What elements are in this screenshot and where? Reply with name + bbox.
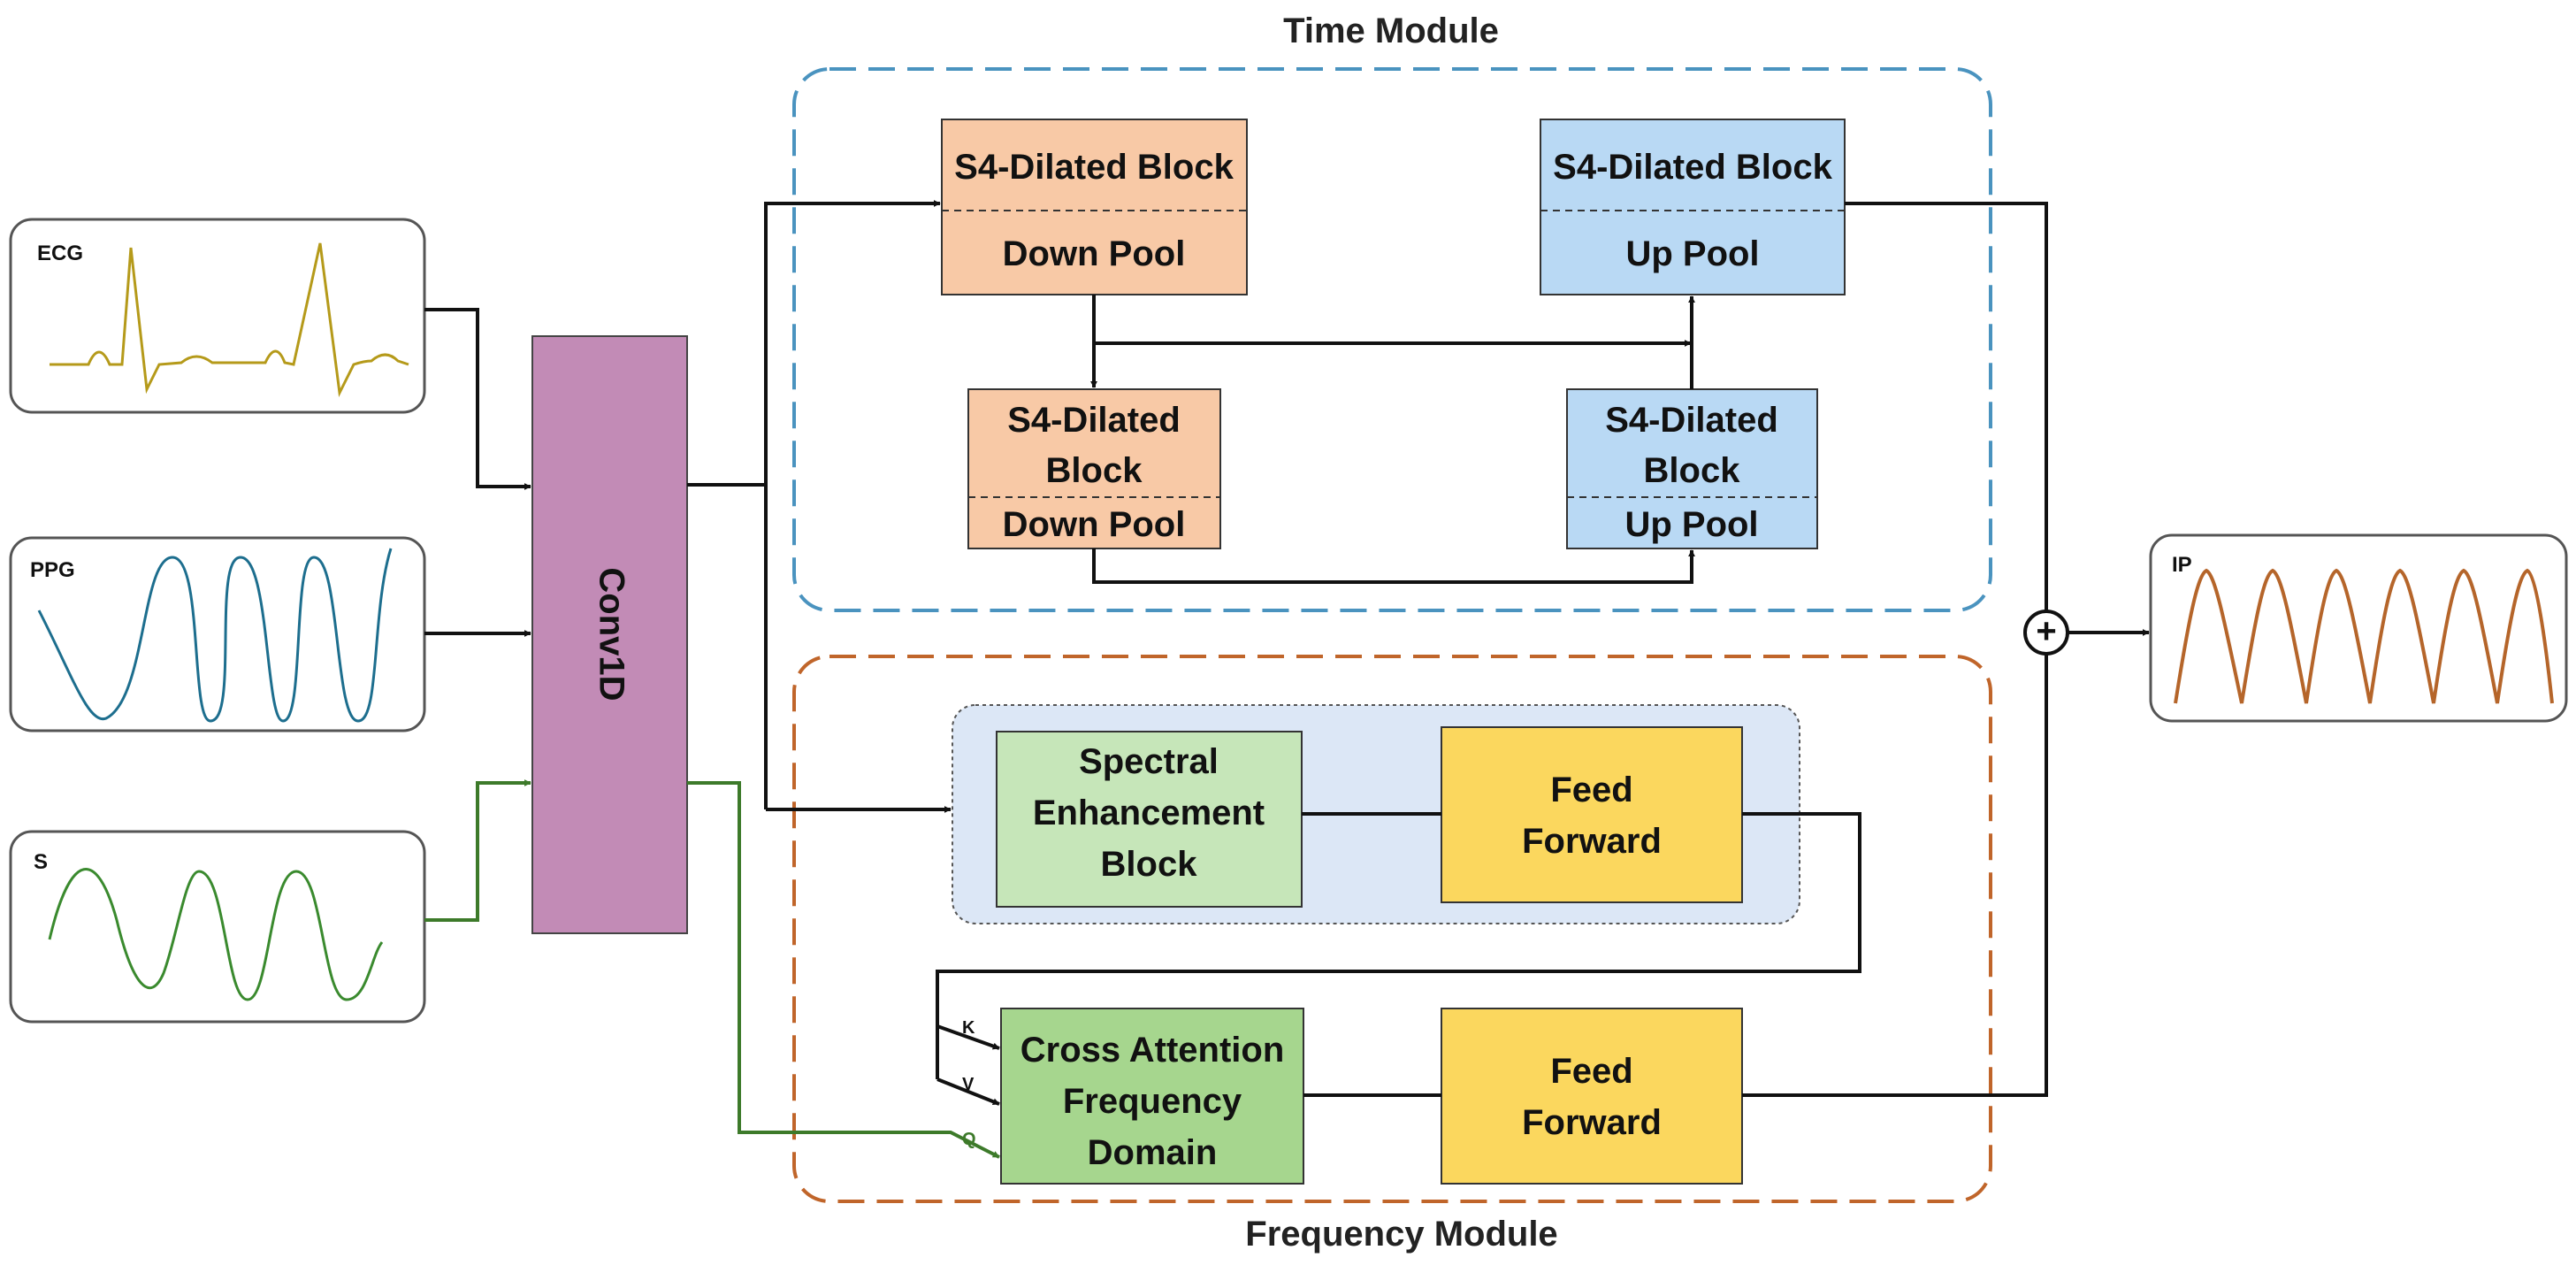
s4-block-top-right: S4-Dilated Block Up Pool bbox=[1540, 119, 1846, 295]
feed-forward-1-line2: Forward bbox=[1522, 822, 1662, 861]
arrow-to-s4-top-left bbox=[764, 200, 941, 809]
spectral-enhancement-block: Spectral Enhancement Block bbox=[996, 731, 1303, 908]
s4-inner-right-title: S4-Dilated bbox=[1605, 401, 1778, 440]
time-module-container bbox=[792, 67, 1992, 612]
ecg-label: ECG bbox=[37, 242, 83, 265]
feed-forward-block-1: Feed Forward bbox=[1441, 726, 1743, 903]
ip-label: IP bbox=[2172, 553, 2192, 577]
arrow-inner-left-to-inner-right bbox=[1092, 548, 1695, 584]
cross-attention-line2: Frequency bbox=[1063, 1082, 1242, 1121]
conv1d-label: Conv1D bbox=[592, 567, 631, 701]
k-label: K bbox=[962, 1018, 975, 1038]
input-card-ecg: ECG bbox=[9, 218, 426, 414]
s4-inner-left-pool: Down Pool bbox=[1003, 505, 1186, 544]
cross-attention-block: Cross Attention Frequency Domain bbox=[1000, 1008, 1304, 1185]
connectors bbox=[424, 200, 2150, 1106]
line-feed-forward-2-to-sum bbox=[1742, 654, 2048, 1097]
s4-top-right-title: S4-Dilated Block bbox=[1553, 148, 1832, 187]
line-top-right-to-sum bbox=[1845, 202, 2048, 611]
s4-inner-left-title: S4-Dilated bbox=[1007, 401, 1181, 440]
feed-forward-block-2: Feed Forward bbox=[1441, 1008, 1743, 1185]
time-module-title: Time Module bbox=[1283, 12, 1499, 50]
arrow-ecg-to-conv1d bbox=[424, 308, 531, 490]
ppg-waveform bbox=[37, 548, 393, 723]
s4-block-inner-left: S4-Dilated Block Down Pool bbox=[967, 388, 1221, 549]
s-label: S bbox=[34, 850, 48, 874]
s-waveform bbox=[48, 868, 384, 1001]
frequency-module-title: Frequency Module bbox=[1245, 1215, 1557, 1254]
feed-forward-1-line1: Feed bbox=[1550, 771, 1632, 809]
arrow-v-input bbox=[936, 1077, 1000, 1106]
sum-symbol: + bbox=[2036, 612, 2056, 651]
arrow-conv1d-to-q bbox=[687, 781, 1000, 1159]
s-signal-paths bbox=[424, 779, 1000, 1159]
spectral-line2: Enhancement bbox=[1033, 794, 1265, 832]
s4-top-left-title: S4-Dilated Block bbox=[954, 148, 1234, 187]
feed-forward-2-line1: Feed bbox=[1550, 1052, 1632, 1091]
s4-block-inner-right: S4-Dilated Block Up Pool bbox=[1566, 388, 1818, 549]
spectral-line1: Spectral bbox=[1079, 742, 1219, 781]
s4-block-top-left: S4-Dilated Block Down Pool bbox=[941, 119, 1248, 295]
output-card-ip: IP bbox=[2149, 533, 2568, 723]
ppg-label: PPG bbox=[30, 558, 75, 582]
input-card-s: S bbox=[9, 830, 426, 1024]
s4-inner-left-block: Block bbox=[1046, 451, 1143, 490]
s4-top-right-pool: Up Pool bbox=[1625, 234, 1759, 273]
s4-top-left-pool: Down Pool bbox=[1003, 234, 1186, 273]
s4-inner-right-pool: Up Pool bbox=[1624, 505, 1758, 544]
s4-inner-right-block: Block bbox=[1644, 451, 1741, 490]
ip-waveform bbox=[2174, 568, 2554, 704]
arrow-k-input bbox=[936, 1024, 1000, 1050]
v-label: V bbox=[962, 1075, 975, 1094]
frequency-module-container bbox=[792, 655, 1992, 1203]
input-card-ppg: PPG bbox=[9, 536, 426, 732]
q-label: Q bbox=[962, 1130, 976, 1149]
conv1d-block: Conv1D bbox=[531, 335, 688, 934]
feed-forward-2-line2: Forward bbox=[1522, 1103, 1662, 1142]
line-feed-forward-1-to-kv bbox=[936, 812, 1861, 1079]
spectral-line3: Block bbox=[1101, 845, 1198, 884]
sum-node: + bbox=[2023, 610, 2069, 656]
arrow-s-to-conv1d bbox=[424, 779, 531, 922]
ecg-waveform bbox=[50, 242, 409, 398]
cross-attention-line1: Cross Attention bbox=[1020, 1031, 1285, 1070]
cross-attention-line3: Domain bbox=[1088, 1133, 1218, 1172]
